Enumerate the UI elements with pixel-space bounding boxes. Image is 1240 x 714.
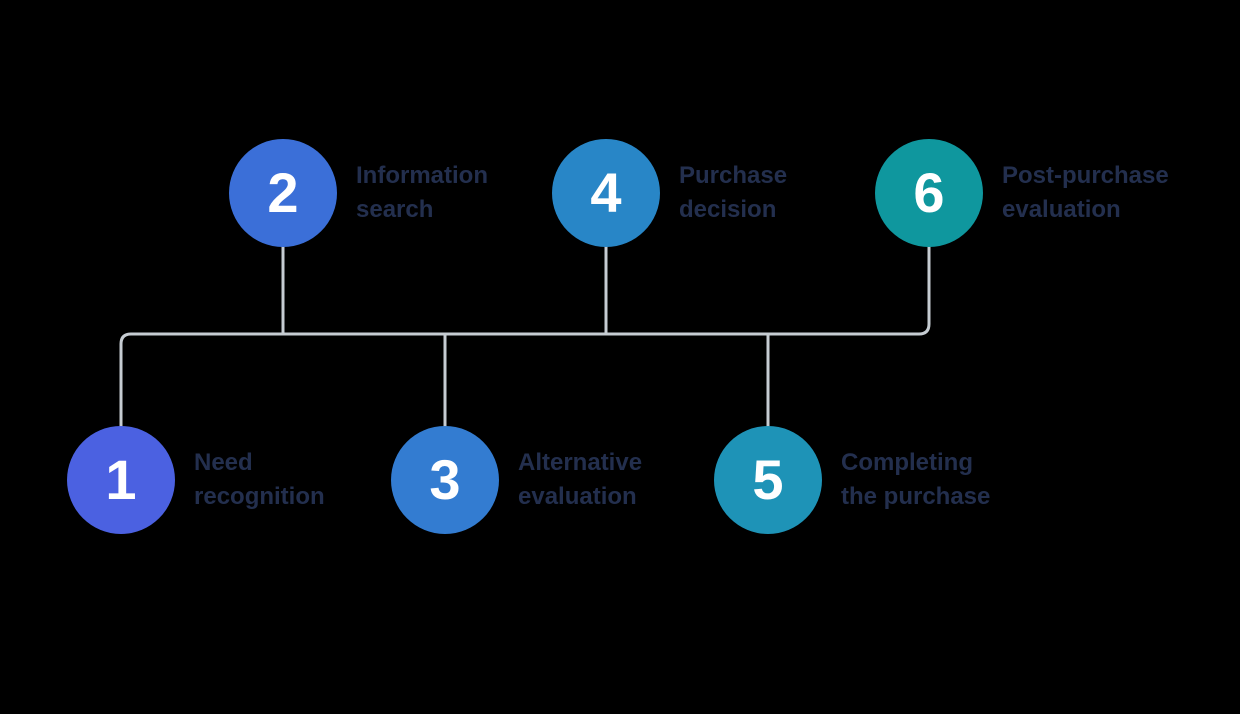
step-label-2: Information search <box>356 159 488 227</box>
step-node-3: 3 Alternative evaluation <box>391 426 642 534</box>
step-label-5: Completing the purchase <box>841 446 990 514</box>
step-circle-4: 4 <box>552 139 660 247</box>
step-label-line: the purchase <box>841 483 991 510</box>
step-label-4: Purchase decision <box>679 159 787 227</box>
step-number-6: 6 <box>913 161 945 224</box>
step-label-3: Alternative evaluation <box>518 446 642 514</box>
step-label-line: Alternative <box>518 449 643 476</box>
step-number-4: 4 <box>590 161 622 224</box>
step-label-line: Post-purchase <box>1002 162 1169 189</box>
step-node-6: 6 Post-purchase evaluation <box>875 139 1169 247</box>
step-circle-1: 1 <box>67 426 175 534</box>
step-node-2: 2 Information search <box>229 139 488 247</box>
step-circle-6: 6 <box>875 139 983 247</box>
step-label-line: Completing <box>841 449 973 476</box>
step-label-line: Need <box>194 449 253 476</box>
step-label-line: evaluation <box>1002 196 1121 223</box>
step-circle-3: 3 <box>391 426 499 534</box>
step-label-1: Need recognition <box>194 446 325 514</box>
step-label-line: search <box>356 196 434 223</box>
step-circle-2: 2 <box>229 139 337 247</box>
step-circle-5: 5 <box>714 426 822 534</box>
step-node-5: 5 Completing the purchase <box>714 426 990 534</box>
step-label-line: decision <box>679 196 777 223</box>
step-label-6: Post-purchase evaluation <box>1002 159 1169 227</box>
step-node-1: 1 Need recognition <box>67 426 325 534</box>
step-number-3: 3 <box>429 448 461 511</box>
step-number-2: 2 <box>267 161 299 224</box>
connector-spine <box>119 241 931 432</box>
step-label-line: evaluation <box>518 483 637 510</box>
step-label-line: Purchase <box>679 162 788 189</box>
step-label-line: Information <box>356 162 488 189</box>
step-node-4: 4 Purchase decision <box>552 139 787 247</box>
step-number-5: 5 <box>752 448 784 511</box>
step-label-line: recognition <box>194 483 325 510</box>
step-number-1: 1 <box>105 448 137 511</box>
